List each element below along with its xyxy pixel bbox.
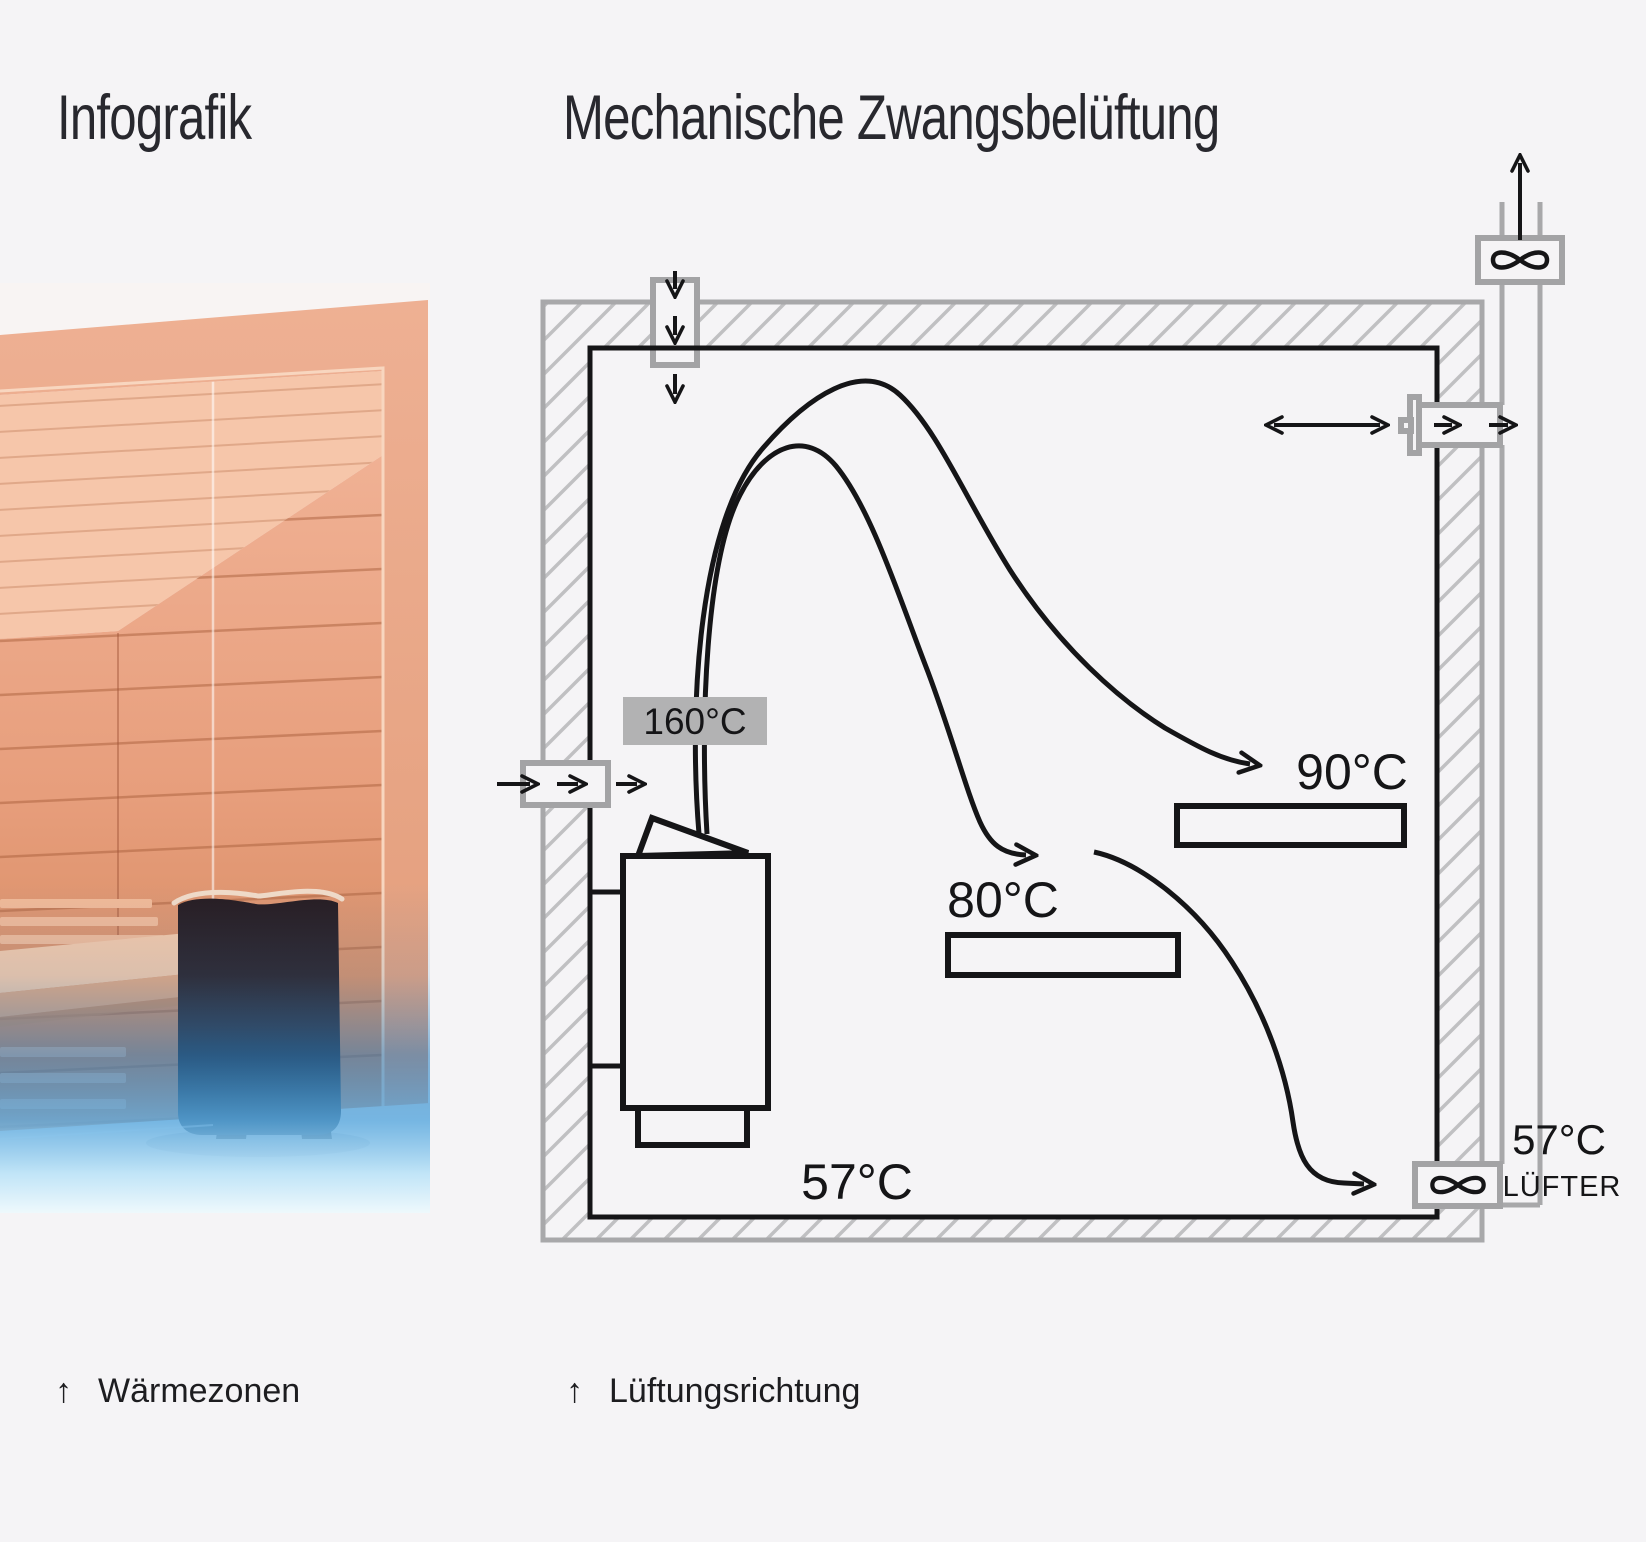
right-section-title: Mechanische Zwangsbelüftung xyxy=(563,83,1405,153)
inlet-temp-text: 160°C xyxy=(643,701,746,742)
right-section-title-text: Mechanische Zwangsbelüftung xyxy=(563,83,1220,153)
airflow-curve-to-lower-bench xyxy=(701,443,1026,855)
inlet-temp-box xyxy=(623,697,767,745)
exhaust-duct xyxy=(1499,202,1543,1208)
up-arrow-icon: ↑ xyxy=(55,1372,72,1410)
left-section-title: Infografik xyxy=(57,83,306,153)
legend-airflow-direction: ↑ Lüftungsrichtung xyxy=(566,1372,861,1410)
up-arrow-icon: ↑ xyxy=(566,1372,583,1410)
fan-label: LÜFTER xyxy=(1503,1171,1622,1203)
upper-bench xyxy=(1174,803,1407,848)
airflow-curve-to-upper-bench xyxy=(692,378,1250,835)
lower-bench xyxy=(945,932,1181,978)
upper-bench-temp: 90°C xyxy=(1296,744,1408,800)
room-temp: 57°C xyxy=(801,1154,913,1210)
legend-airflow-direction-label: Lüftungsrichtung xyxy=(609,1372,861,1410)
legend-heat-zones-label: Wärmezonen xyxy=(98,1372,301,1410)
outlet-temp: 57°C xyxy=(1512,1116,1606,1163)
heater-symbol xyxy=(590,814,771,1148)
inlet-temp-label: 160°C xyxy=(623,697,767,745)
left-section-title-text: Infografik xyxy=(57,83,252,153)
sauna-ceiling xyxy=(0,371,383,639)
cold-zone-overlay xyxy=(0,883,430,1213)
lower-bench-temp: 80°C xyxy=(947,872,1059,928)
sauna-photo xyxy=(0,283,430,1213)
airflow-curve-to-fan xyxy=(1093,849,1364,1184)
airflow-curves xyxy=(692,378,1364,1184)
legend-heat-zones: ↑ Wärmezonen xyxy=(55,1372,301,1410)
airflow-arrows xyxy=(497,163,1520,784)
